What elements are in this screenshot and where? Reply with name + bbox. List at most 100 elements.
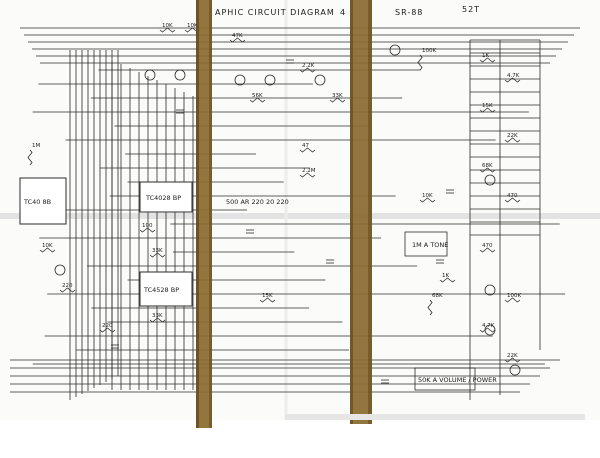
resistor-symbol (39, 247, 56, 253)
pot-row-label: 500 AR 220 20 220 (226, 198, 289, 206)
component-value-label: 10K (422, 193, 433, 199)
resistor-symbol (479, 107, 496, 113)
title-text: APHIC CIRCUIT DIAGRAM (215, 8, 335, 17)
component-value-label: 47 (302, 143, 309, 149)
resistor-symbol (99, 327, 116, 333)
title-sheet-number: 4 (340, 8, 346, 17)
resistor-symbol (439, 277, 456, 283)
tone-label: 1M A TONE (412, 241, 448, 249)
transistor-symbol (389, 44, 401, 56)
tone-control: 1M A TONE (404, 231, 448, 257)
component-value-label: 10K (187, 23, 198, 29)
resistor-symbol (149, 317, 166, 323)
resistor-symbol (504, 77, 521, 83)
components (27, 27, 521, 384)
component-value-label: 15K (262, 293, 273, 299)
component-value-label: 56K (252, 93, 263, 99)
resistor-symbol (417, 54, 423, 71)
capacitor-symbol (381, 379, 389, 384)
resistor-symbol (159, 27, 176, 33)
diagram-title: APHIC CIRCUIT DIAGRAM 4 SR-88 52T (215, 5, 479, 17)
ic-u2-label: TC4528 BP (143, 286, 179, 294)
resistor-symbol (479, 167, 496, 173)
resistor-symbol (504, 357, 521, 363)
capacitor-symbol (246, 229, 254, 234)
component-value-label: 10K (42, 243, 53, 249)
component-value-label: 33K (332, 93, 343, 99)
title-model: SR-88 (395, 8, 423, 17)
capacitor-symbol (326, 259, 334, 264)
component-value-label: 15K (482, 103, 493, 109)
resistor-symbol (59, 287, 76, 293)
resistor-symbol (27, 149, 33, 166)
component-value-label: 4.7K (482, 323, 495, 329)
component-value-label: 68K (482, 163, 493, 169)
component-value-label: 68K (432, 293, 443, 299)
resistor-symbol (329, 97, 346, 103)
resistor-symbol (299, 67, 316, 73)
resistor-symbol (299, 147, 316, 153)
component-value-label: 47K (232, 33, 243, 39)
component-value-label: 1K (482, 53, 489, 59)
transistor-symbol (234, 74, 246, 86)
ic-u1: TC4028 BP (139, 181, 193, 213)
ic-u2: TC4528 BP (139, 271, 193, 307)
capacitor-symbol (436, 259, 444, 264)
pot-row: 500 AR 220 20 220 (226, 198, 289, 206)
scan-edge (285, 414, 585, 420)
component-value-label: 220 (102, 323, 113, 329)
component-value-label: 10K (162, 23, 173, 29)
transistor-symbol (509, 364, 521, 376)
component-value-label: 4.7K (507, 73, 520, 79)
transistor-symbol (484, 324, 496, 336)
capacitor-symbol (111, 344, 119, 349)
component-value-label: 100K (507, 293, 521, 299)
capacitor-symbol (286, 59, 294, 64)
component-value-label: 33K (152, 248, 163, 254)
resistor-symbol (504, 137, 521, 143)
component-value-label: 2.2K (302, 63, 315, 69)
resistor-symbol (504, 297, 521, 303)
transistor-symbol (484, 174, 496, 186)
transistor-symbol (314, 74, 326, 86)
resistor-symbol (249, 97, 266, 103)
capacitor-symbol (446, 189, 454, 194)
transistor-symbol (484, 284, 496, 296)
transistor-symbol (264, 74, 276, 86)
volume-label: 50K A VOLUME / POWER (418, 376, 497, 384)
transistor-symbol (144, 69, 156, 81)
resistor-symbol (229, 37, 246, 43)
resistor-symbol (139, 227, 156, 233)
resistor-symbol (479, 327, 496, 333)
component-values: 10K 10K 47K 2.2K 33K 100K 1K 4.7K 15K 22K 68K 470 1M… (32, 23, 521, 359)
ic-u3-label: TC40 8B (23, 198, 51, 206)
component-value-label: 22K (507, 353, 518, 359)
resistor-symbol (419, 197, 436, 203)
component-value-label: 1K (442, 273, 449, 279)
component-value-label: 100 (142, 223, 153, 229)
component-value-label: 33K (152, 313, 163, 319)
volume-control: 50K A VOLUME / POWER (414, 367, 497, 391)
component-value-label: 220 (62, 283, 73, 289)
ic-u3: TC40 8B (19, 177, 67, 225)
component-value-label: 22K (507, 133, 518, 139)
tape-strip-left (196, 0, 212, 428)
wiring (10, 27, 580, 400)
capacitor-symbol (176, 109, 184, 114)
component-value-label: 1M (32, 143, 40, 149)
component-value-label: 100K (422, 48, 436, 54)
resistor-symbol (479, 57, 496, 63)
resistor-symbol (504, 197, 521, 203)
resistor-symbol (427, 299, 433, 316)
resistor-symbol (299, 172, 316, 178)
component-value-label: 470 (507, 193, 518, 199)
transistor-symbol (174, 69, 186, 81)
tape-strip-right (350, 0, 372, 424)
transistor-symbol (54, 264, 66, 276)
resistor-symbol (149, 252, 166, 258)
resistor-symbol (259, 297, 276, 303)
ic-u1-label: TC4028 BP (145, 194, 181, 202)
component-value-label: 470 (482, 243, 493, 249)
